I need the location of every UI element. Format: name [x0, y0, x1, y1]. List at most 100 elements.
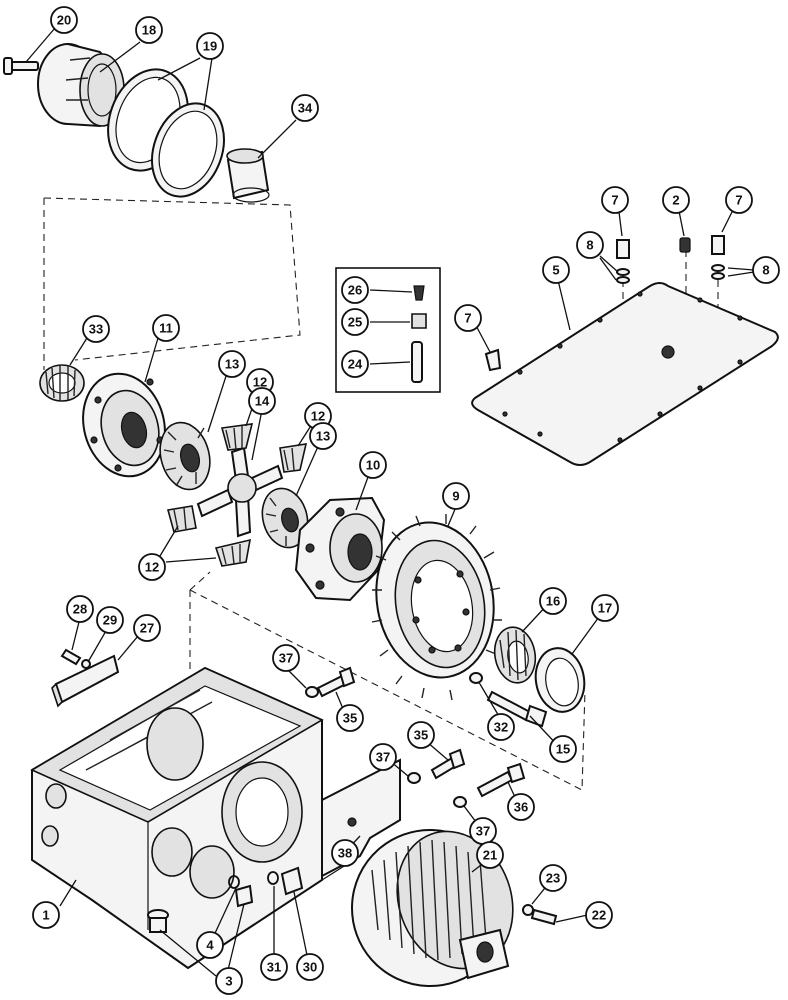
callout-8-right: 8	[752, 256, 780, 284]
plug-part-3	[147, 884, 254, 933]
bolt-part-7-left	[484, 348, 502, 372]
callout-17: 17	[591, 594, 619, 622]
svg-text:28: 28	[73, 602, 87, 617]
svg-text:29: 29	[103, 613, 117, 628]
svg-text:35: 35	[414, 728, 428, 743]
svg-text:16: 16	[546, 594, 560, 609]
svg-text:25: 25	[348, 315, 362, 330]
svg-text:13: 13	[316, 429, 330, 444]
callout-21: 21	[476, 841, 504, 869]
svg-text:38: 38	[338, 846, 352, 861]
svg-text:17: 17	[598, 601, 612, 616]
shield-part-27	[51, 654, 120, 708]
plug-part-2	[679, 237, 691, 253]
callout-27: 27	[133, 614, 161, 642]
svg-text:34: 34	[298, 101, 313, 116]
callout-5: 5	[542, 256, 570, 284]
callout-12-bottom: 12	[138, 553, 166, 581]
callout-7-center: 7	[601, 186, 629, 214]
callout-28: 28	[66, 595, 94, 623]
svg-text:14: 14	[255, 394, 270, 409]
bolt-part-7-center	[616, 239, 630, 259]
bearing-cup-part-34	[226, 148, 270, 203]
callout-25: 25	[341, 308, 369, 336]
pinion-gear-part-12-right	[279, 443, 308, 473]
callout-35-lower: 35	[407, 721, 435, 749]
svg-text:13: 13	[225, 357, 239, 372]
svg-text:23: 23	[546, 871, 560, 886]
svg-text:27: 27	[140, 621, 154, 636]
pinion-gear-part-12-bottom	[214, 538, 252, 567]
svg-text:37: 37	[476, 824, 490, 839]
svg-text:1: 1	[42, 908, 49, 923]
bolt-part-36	[476, 762, 526, 798]
pinion-gear-part-12-top	[220, 423, 254, 451]
svg-text:32: 32	[494, 720, 508, 735]
bolt-part-15	[486, 690, 548, 728]
svg-text:24: 24	[348, 357, 363, 372]
svg-text:36: 36	[514, 800, 528, 815]
bolt-part-22	[530, 908, 558, 926]
svg-text:22: 22	[592, 908, 606, 923]
svg-text:33: 33	[89, 322, 103, 337]
bearing-cup-part-17	[534, 647, 586, 713]
svg-text:12: 12	[145, 560, 159, 575]
callout-35-upper: 35	[336, 704, 364, 732]
svg-text:18: 18	[142, 23, 156, 38]
svg-text:7: 7	[611, 193, 618, 208]
callout-8-left: 8	[576, 231, 604, 259]
svg-text:15: 15	[556, 742, 570, 757]
pinion-gear-part-12-left	[166, 505, 197, 533]
callout-19: 19	[196, 32, 224, 60]
svg-text:12: 12	[253, 375, 267, 390]
callout-29: 29	[96, 606, 124, 634]
callout-7-left: 7	[454, 304, 482, 332]
side-gear-part-13-left	[159, 421, 211, 491]
svg-text:5: 5	[552, 263, 559, 278]
svg-text:9: 9	[452, 489, 459, 504]
callout-38: 38	[331, 839, 359, 867]
callout-16: 16	[539, 587, 567, 615]
callout-32: 32	[487, 713, 515, 741]
svg-text:2: 2	[672, 193, 679, 208]
callout-10: 10	[359, 451, 387, 479]
bolt-part-28	[60, 648, 82, 666]
callout-31: 31	[260, 953, 288, 981]
callout-36: 36	[507, 793, 535, 821]
cover-plate-part-5	[471, 282, 779, 466]
callout-18: 18	[135, 16, 163, 44]
callout-24: 24	[341, 350, 369, 378]
callout-33: 33	[82, 315, 110, 343]
transmission-housing-part-1	[30, 666, 361, 970]
svg-text:8: 8	[586, 238, 593, 253]
plug-part-30	[280, 866, 304, 896]
svg-text:26: 26	[348, 283, 362, 298]
callout-26: 26	[341, 276, 369, 304]
bearing-cone-part-16	[493, 626, 537, 684]
washer-part-37-middle	[407, 772, 421, 784]
bolt-part-35-lower	[430, 748, 466, 780]
o-ring-part-4	[228, 875, 240, 889]
callouts: 20 18 19 34 33 11 13 12 14 12 13 10 9 12…	[32, 6, 780, 995]
svg-text:35: 35	[343, 711, 357, 726]
differential-case-part-11	[82, 372, 166, 478]
washer-part-23	[522, 904, 534, 916]
callout-15: 15	[549, 735, 577, 763]
callout-4: 4	[196, 931, 224, 959]
svg-text:30: 30	[303, 960, 317, 975]
svg-text:10: 10	[366, 458, 380, 473]
callout-34: 34	[291, 94, 319, 122]
callout-2: 2	[662, 186, 690, 214]
differential-case-part-10	[294, 496, 386, 602]
callout-11: 11	[152, 314, 180, 342]
svg-text:3: 3	[225, 974, 232, 989]
callout-23: 23	[539, 864, 567, 892]
svg-text:7: 7	[464, 311, 471, 326]
bearing-cone-part-33	[39, 364, 85, 402]
svg-text:37: 37	[376, 750, 390, 765]
callout-1: 1	[32, 901, 60, 929]
svg-text:11: 11	[159, 321, 173, 336]
inset-box	[335, 267, 441, 393]
